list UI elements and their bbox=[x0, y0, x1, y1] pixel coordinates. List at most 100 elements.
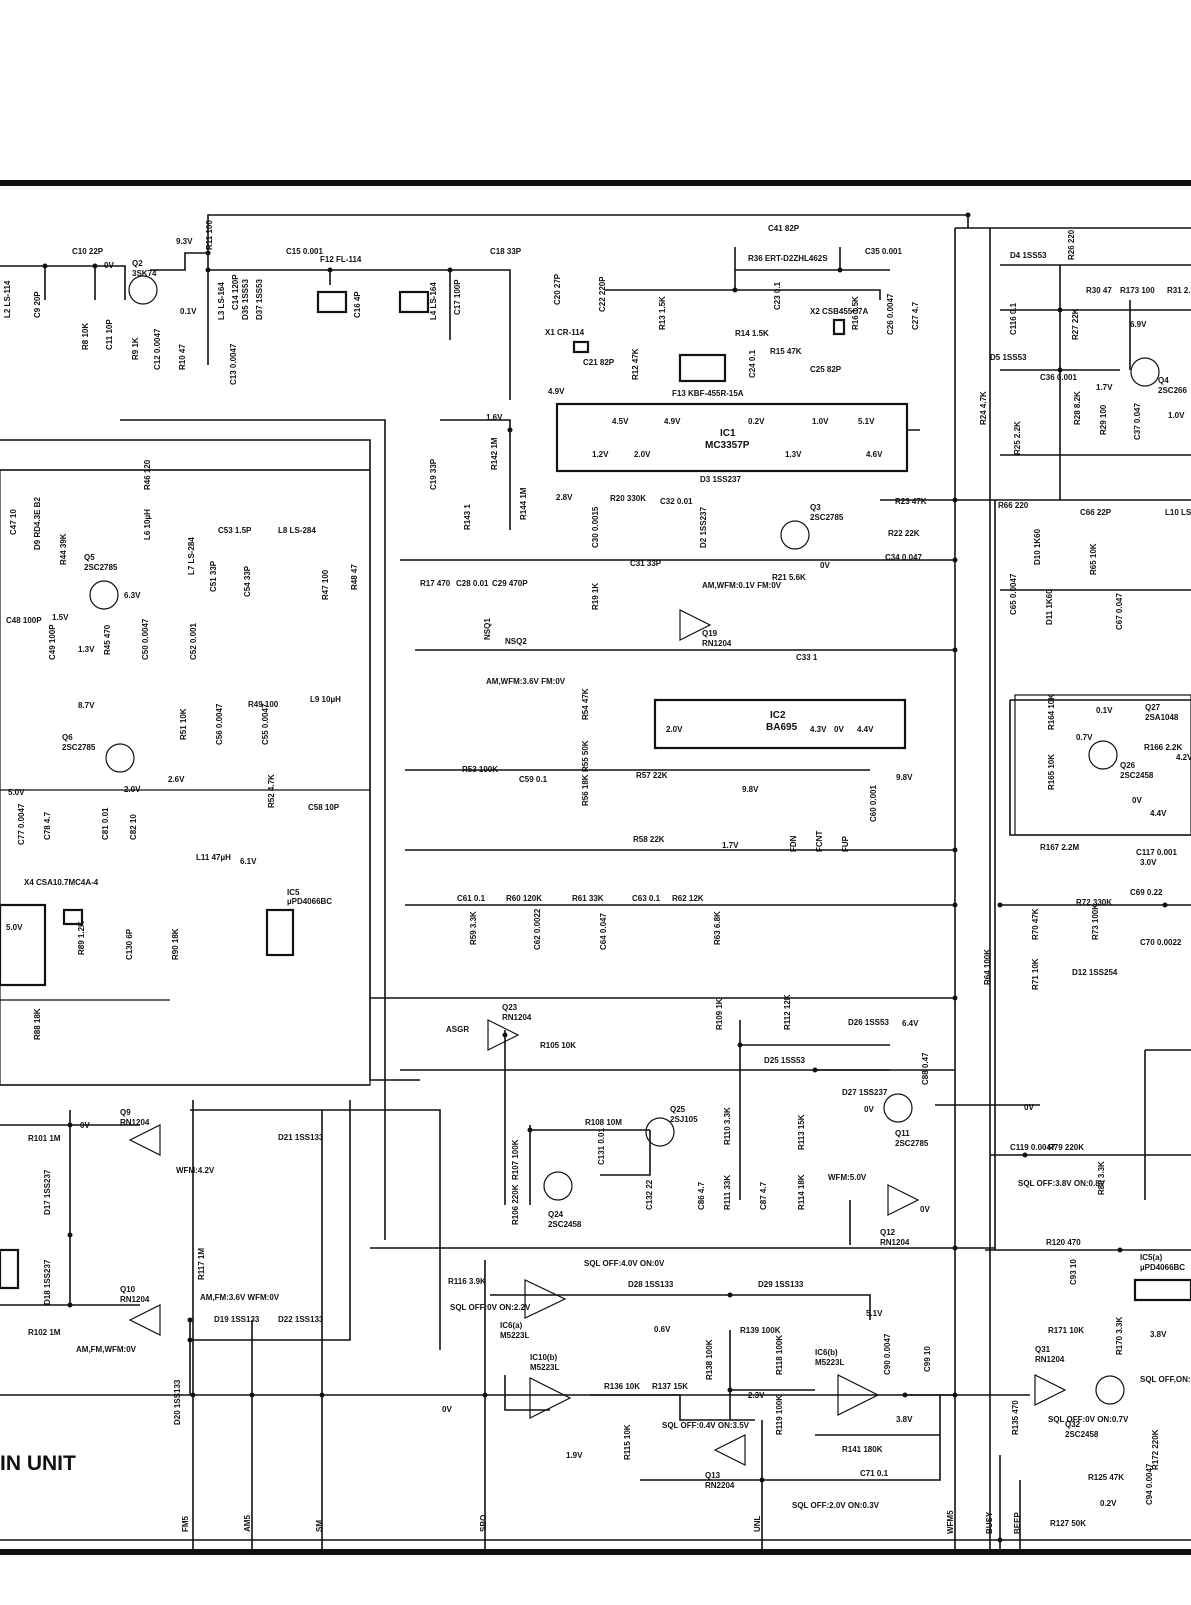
signals-fcnt: FCNT bbox=[815, 831, 824, 852]
opamps: IC6(a) M5223L IC10(b) M5223L IC6(b) M522… bbox=[500, 1279, 880, 1419]
voltages-sql22: SQL OFF:0V ON:2.2V bbox=[450, 1303, 531, 1312]
voltages-v30: 3.0V bbox=[1140, 858, 1157, 867]
parts-c49: C49 100P bbox=[48, 624, 57, 660]
parts-c54: C54 33P bbox=[243, 565, 252, 597]
ic5-ref: IC5 bbox=[287, 888, 300, 897]
parts-r101: R101 1M bbox=[28, 1134, 61, 1143]
parts-c28: C28 0.01 bbox=[456, 579, 489, 588]
voltages-v63: 6.3V bbox=[124, 591, 141, 600]
filter-f12-box-a bbox=[316, 290, 348, 314]
signals-busy: BUSY bbox=[985, 1511, 994, 1534]
parts-d17: D17 1SS237 bbox=[43, 1169, 52, 1215]
signals-fup: FUP bbox=[841, 835, 850, 852]
parts-r23: R23 47K bbox=[895, 497, 927, 506]
parts-r79: R79 220K bbox=[1048, 1143, 1084, 1152]
q2-ref: Q2 bbox=[132, 259, 143, 268]
ic6a-part: M5223L bbox=[500, 1331, 529, 1340]
parts-r60: R60 120K bbox=[506, 894, 542, 903]
voltages-v12: 1.2V bbox=[592, 450, 609, 459]
parts-d27: D27 1SS237 bbox=[842, 1088, 888, 1097]
parts-r26: R26 220 bbox=[1067, 229, 1076, 260]
parts-c59: C59 0.1 bbox=[519, 775, 548, 784]
voltages-sqlon: SQL OFF,ON:0V bbox=[1140, 1375, 1191, 1384]
parts-r138: R138 100K bbox=[705, 1339, 714, 1380]
right-block-outline bbox=[1014, 694, 1191, 836]
voltages-sql04: SQL OFF:0.4V ON:3.5V bbox=[662, 1421, 750, 1430]
parts-c81: C81 0.01 bbox=[101, 807, 110, 840]
ic10b-ref: IC10(b) bbox=[530, 1353, 557, 1362]
parts-c131: C131 0.01 bbox=[597, 1128, 606, 1165]
signals-wfm5: WFM5 bbox=[946, 1510, 955, 1534]
crystal-x2-box bbox=[832, 318, 846, 336]
parts-d9: D9 RD4.3E B2 bbox=[33, 497, 42, 550]
q23-part: RN1204 bbox=[502, 1013, 532, 1022]
parts-d37: D37 1SS53 bbox=[255, 279, 264, 320]
parts-d10: D10 1K60 bbox=[1033, 528, 1042, 565]
x2-label: X2 CSB455C7A bbox=[810, 307, 868, 316]
parts-r14: R14 1.5K bbox=[735, 329, 769, 338]
parts-c16: C16 4P bbox=[353, 291, 362, 318]
parts-r58: R58 22K bbox=[633, 835, 665, 844]
parts-c29: C29 470P bbox=[492, 579, 528, 588]
voltages-v42: 4.2V bbox=[1176, 753, 1191, 762]
ic2-box bbox=[653, 698, 907, 750]
parts-r51: R51 10K bbox=[179, 708, 188, 740]
q3-part: 2SC2785 bbox=[810, 513, 844, 522]
q4-body bbox=[1130, 357, 1160, 387]
ic6a-triangle bbox=[524, 1279, 567, 1319]
voltages-v0q11: 0V bbox=[864, 1105, 874, 1114]
voltages-amfmwfm36: AM,FM:3.6V WFM:0V bbox=[200, 1293, 280, 1302]
parts-r46: R46 120 bbox=[143, 459, 152, 490]
parts-r106: R106 220K bbox=[511, 1184, 520, 1225]
voltages-v50: 5.0V bbox=[8, 788, 25, 797]
parts-r9: R9 1K bbox=[131, 337, 140, 360]
q23-buffer bbox=[487, 1019, 520, 1051]
q12-buffer bbox=[887, 1184, 920, 1216]
parts-c37: C37 0.047 bbox=[1133, 403, 1142, 440]
signals-fdn: FDN bbox=[789, 835, 798, 852]
parts-c78: C78 4.7 bbox=[43, 811, 52, 840]
q10-buffer bbox=[128, 1304, 161, 1336]
q5-ref: Q5 bbox=[84, 553, 95, 562]
signals-beep: BEEP bbox=[1013, 1512, 1022, 1534]
parts-r115: R115 10K bbox=[623, 1424, 632, 1460]
voltages-amfm36: AM,WFM:3.6V FM:0V bbox=[486, 677, 566, 686]
parts-l11: L11 47µH bbox=[196, 853, 231, 862]
q9-ref: Q9 bbox=[120, 1108, 131, 1117]
voltages-v10b: 1.0V bbox=[1168, 411, 1185, 420]
parts-c62: C62 0.0022 bbox=[533, 908, 542, 950]
parts-c86: C86 4.7 bbox=[697, 1181, 706, 1210]
q10-ref: Q10 bbox=[120, 1285, 136, 1294]
ic6b-triangle bbox=[837, 1374, 880, 1416]
parts-d5: D5 1SS53 bbox=[990, 353, 1027, 362]
voltages-v38b: 3.8V bbox=[1150, 1330, 1167, 1339]
parts-d26: D26 1SS53 bbox=[848, 1018, 889, 1027]
parts-r24: R24 4.7K bbox=[979, 391, 988, 425]
voltages-sql20: SQL OFF:2.0V ON:0.3V bbox=[792, 1501, 880, 1510]
parts-r30: R30 47 bbox=[1086, 286, 1112, 295]
parts-c60: C60 0.001 bbox=[869, 785, 878, 822]
parts-r117: R117 1M bbox=[197, 1248, 206, 1280]
voltages-v07: 0.7V bbox=[1076, 733, 1093, 742]
voltages-v51: 5.1V bbox=[858, 417, 875, 426]
q13-buffer bbox=[713, 1434, 746, 1466]
parts-c24: C24 0.1 bbox=[748, 349, 757, 378]
parts-r142: R142 1M bbox=[490, 437, 499, 470]
parts-c56: C56 0.0047 bbox=[215, 703, 224, 745]
parts-r28: R28 8.2K bbox=[1073, 391, 1082, 425]
ic10b-triangle bbox=[529, 1377, 572, 1419]
ic5a-ref: IC5(a) bbox=[1140, 1253, 1163, 1262]
q11-part: 2SC2785 bbox=[895, 1139, 929, 1148]
parts-r62: R62 12K bbox=[672, 894, 704, 903]
parts-r44: R44 39K bbox=[59, 533, 68, 565]
voltages-v44: 4.4V bbox=[1150, 809, 1167, 818]
parts-r27: R27 22K bbox=[1071, 308, 1080, 340]
voltages-v06: 0.6V bbox=[654, 1325, 671, 1334]
parts-c48: C48 100P bbox=[6, 616, 42, 625]
parts-l7: L7 LS-284 bbox=[187, 537, 196, 575]
voltages-ic2v20: 2.0V bbox=[666, 725, 683, 734]
parts-r19: R19 1K bbox=[591, 583, 600, 610]
parts-r52: R52 4.7K bbox=[267, 774, 276, 808]
parts-r20: R20 330K bbox=[610, 494, 646, 503]
q19-buffer bbox=[679, 609, 712, 641]
